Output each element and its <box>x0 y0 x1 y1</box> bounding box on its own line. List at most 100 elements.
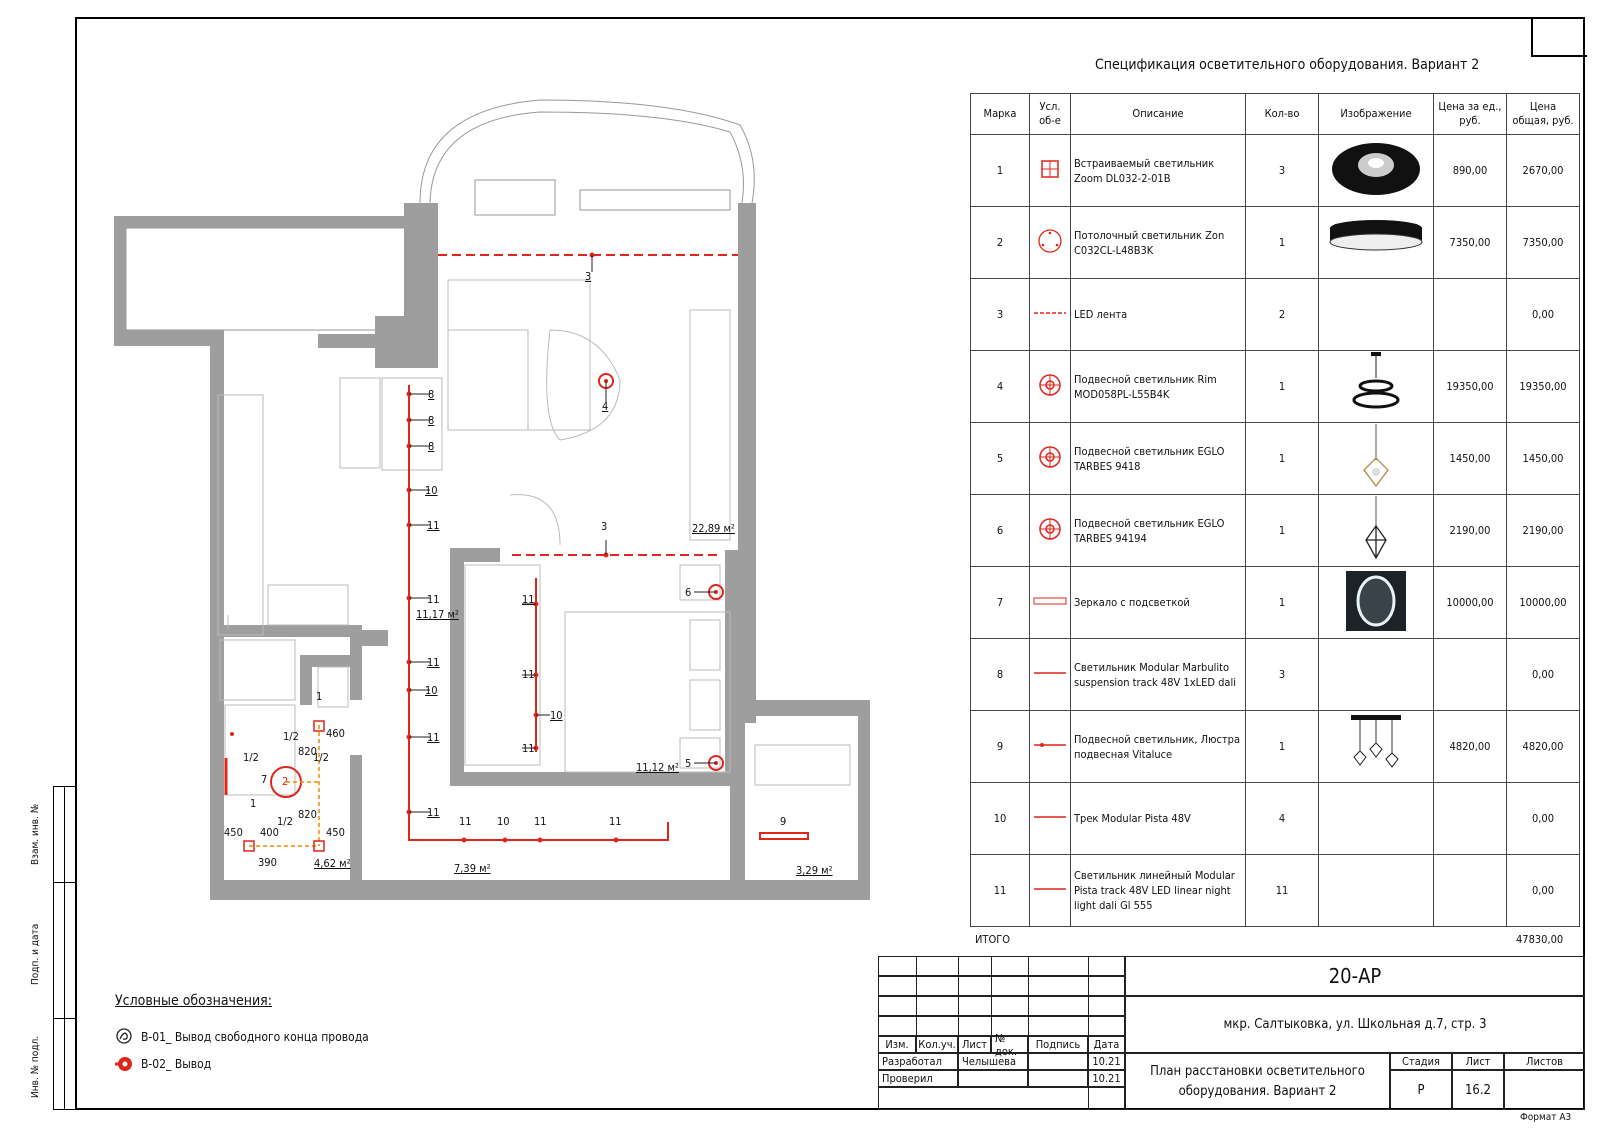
col-symbol: Усл. об-е <box>1029 93 1071 135</box>
black-ceiling-drum-image <box>1329 220 1423 251</box>
ceiling-circle-icon <box>1038 229 1062 253</box>
spec-total-price: 0,00 <box>1506 638 1580 711</box>
spec-qty: 3 <box>1245 638 1319 711</box>
label-10c: 10 <box>497 815 510 828</box>
spec-qty: 1 <box>1245 422 1319 495</box>
side-inv-orig: Инв. № подл. <box>30 1035 41 1098</box>
spec-qty: 11 <box>1245 854 1319 927</box>
spec-desc: Потолочный светильник Zon C032CL-L48B3K <box>1070 206 1246 279</box>
spec-desc: Трек Modular Pista 48V <box>1070 782 1246 855</box>
sheet-number-box <box>1531 17 1587 57</box>
spec-total-price: 2190,00 <box>1506 494 1580 567</box>
triple-pendant-image <box>1351 715 1401 768</box>
label-3b: 3 <box>601 520 608 533</box>
area-hall: 7,39 м² <box>454 862 491 875</box>
spec-symbol <box>1029 638 1071 711</box>
spec-title: Спецификация осветительного оборудования… <box>1095 57 1480 73</box>
black-downlight-image <box>1332 143 1420 195</box>
stamp-stage-label: Стадия <box>1390 1053 1452 1070</box>
area-bedroom: 11,12 м² <box>636 761 679 774</box>
label-11g: 11 <box>534 815 547 828</box>
stamp-col-izm: Изм. <box>878 1036 916 1053</box>
label-11a: 11 <box>427 519 440 532</box>
col-mark: Марка <box>970 93 1030 135</box>
label-8c: 8 <box>428 440 435 453</box>
label-2: 2 <box>282 775 289 788</box>
spec-unit-price <box>1433 638 1507 711</box>
spec-mark: 11 <box>970 854 1030 927</box>
label-9: 9 <box>780 815 787 828</box>
spec-desc: Светильник линейный Modular Pista track … <box>1070 854 1246 927</box>
drawing-frame <box>75 17 1585 1110</box>
spec-unit-price <box>1433 854 1507 927</box>
dim-450b: 450 <box>326 826 345 839</box>
dashed-line-icon <box>1034 312 1066 314</box>
label-11h: 11 <box>609 815 622 828</box>
stamp-col-list: Лист <box>958 1036 991 1053</box>
spec-image <box>1318 782 1434 855</box>
spec-symbol <box>1029 854 1071 927</box>
label-11i: 11 <box>522 593 535 606</box>
label-11j: 11 <box>522 668 535 681</box>
spec-total-price: 4820,00 <box>1506 710 1580 783</box>
spec-desc: Подвесной светильник EGLO TARBES 94194 <box>1070 494 1246 567</box>
spec-mark: 10 <box>970 782 1030 855</box>
spec-mark: 7 <box>970 566 1030 639</box>
dim-400: 400 <box>260 826 279 839</box>
spec-desc: Подвесной светильник EGLO TARBES 9418 <box>1070 422 1246 495</box>
spec-mark: 8 <box>970 638 1030 711</box>
label-11e: 11 <box>427 806 440 819</box>
spec-image <box>1318 638 1434 711</box>
stamp-title-line2: оборудования. Вариант 2 <box>1178 1083 1337 1099</box>
pendant-circle-icon <box>1039 518 1061 540</box>
label-8a: 8 <box>428 388 435 401</box>
spec-unit-price: 890,00 <box>1433 134 1507 207</box>
cage-pendant-image <box>1365 496 1387 560</box>
col-unit: Цена за ед., руб. <box>1433 93 1507 135</box>
spec-desc: Зеркало с подсветкой <box>1070 566 1246 639</box>
spec-total-price: 10000,00 <box>1506 566 1580 639</box>
stamp-col-doc: № док. <box>991 1032 1028 1058</box>
legend-item-1: В-01_ Вывод свободного конца провода <box>141 1030 369 1044</box>
stamp-dev-date: 10.21 <box>1088 1053 1125 1070</box>
spec-symbol <box>1029 134 1071 207</box>
area-living: 22,89 м² <box>692 522 735 535</box>
spec-image <box>1318 278 1434 351</box>
spec-qty: 1 <box>1245 494 1319 567</box>
area-kitchen: 11,17 м² <box>416 608 459 621</box>
stamp-col-date: Дата <box>1088 1036 1125 1053</box>
label-8b: 8 <box>428 414 435 427</box>
spec-total-price: 7350,00 <box>1506 206 1580 279</box>
red-line-icon <box>1034 816 1066 818</box>
dim-half-a: 1/2 <box>283 730 299 743</box>
spec-header-row: Марка Усл. об-е Описание Кол-во Изображе… <box>970 93 1580 135</box>
spec-symbol <box>1029 350 1071 423</box>
dim-820b: 820 <box>298 808 317 821</box>
free-wire-icon <box>116 1028 132 1044</box>
spec-qty: 1 <box>1245 710 1319 783</box>
dim-820a: 820 <box>298 745 317 758</box>
legend-item-2: В-02_ Вывод <box>141 1057 212 1071</box>
spec-symbol <box>1029 710 1071 783</box>
spec-unit-price: 7350,00 <box>1433 206 1507 279</box>
area-bath: 4,62 м² <box>314 857 351 870</box>
spec-mark: 3 <box>970 278 1030 351</box>
label-11f: 11 <box>459 815 472 828</box>
spec-desc: Встраиваемый светильник Zoom DL032-2-01B <box>1070 134 1246 207</box>
spec-total-price: 0,00 <box>1506 278 1580 351</box>
spec-mark: 2 <box>970 206 1030 279</box>
spec-qty: 1 <box>1245 566 1319 639</box>
spec-image <box>1318 494 1434 567</box>
side-sign-date: Подп. и дата <box>30 923 41 985</box>
spec-total-price: 1450,00 <box>1506 422 1580 495</box>
spec-qty: 2 <box>1245 278 1319 351</box>
label-10d: 10 <box>550 709 563 722</box>
stamp-dev-label: Разработал <box>878 1053 958 1070</box>
label-10b: 10 <box>425 684 438 697</box>
spec-mark: 6 <box>970 494 1030 567</box>
floor-plan <box>114 99 870 900</box>
